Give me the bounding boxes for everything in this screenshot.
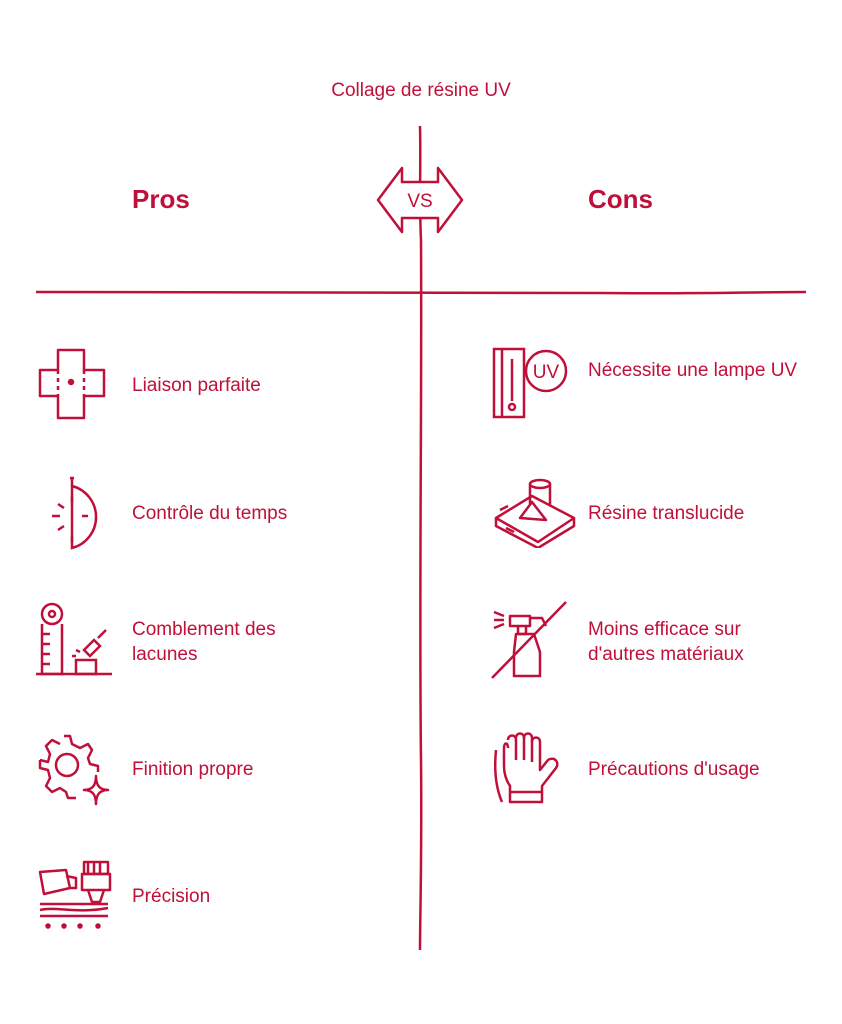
pros-item-5-label: Précision bbox=[132, 886, 211, 907]
vs-badge: VS bbox=[370, 160, 470, 240]
cons-heading: Cons bbox=[588, 184, 653, 214]
pros-item-4-label: Finition propre bbox=[132, 759, 254, 780]
vs-arrow-icon: VS bbox=[376, 166, 464, 234]
cons-item-1-label: Nécessite une lampe UV bbox=[588, 360, 798, 381]
cons-item-4-label: Précautions d'usage bbox=[588, 759, 760, 780]
glove-icon bbox=[490, 730, 570, 806]
pros-item-2-label: Contrôle du temps bbox=[132, 503, 288, 524]
pros-item-1-label: Liaison parfaite bbox=[132, 375, 261, 396]
pros-item-3-label: Comblement des lacunes bbox=[132, 619, 276, 665]
stopwatch-icon bbox=[44, 474, 108, 552]
page-title: Collage de résine UV bbox=[331, 80, 511, 101]
uv-text: UV bbox=[533, 362, 560, 383]
resin-tube-icon bbox=[36, 858, 112, 930]
gear-sparkle-icon bbox=[36, 732, 110, 806]
crossed-spray-icon bbox=[490, 600, 570, 680]
cons-item-2-label: Résine translucide bbox=[588, 503, 745, 524]
translucent-resin-icon bbox=[492, 474, 578, 548]
cons-item-3-label: Moins efficace sur d'autres matériaux bbox=[588, 619, 744, 665]
pros-heading: Pros bbox=[132, 184, 190, 214]
gap-filling-icon bbox=[36, 600, 112, 678]
uv-lamp-icon: UV bbox=[490, 345, 570, 421]
vs-label: VS bbox=[407, 191, 432, 212]
bandage-icon bbox=[36, 346, 108, 422]
